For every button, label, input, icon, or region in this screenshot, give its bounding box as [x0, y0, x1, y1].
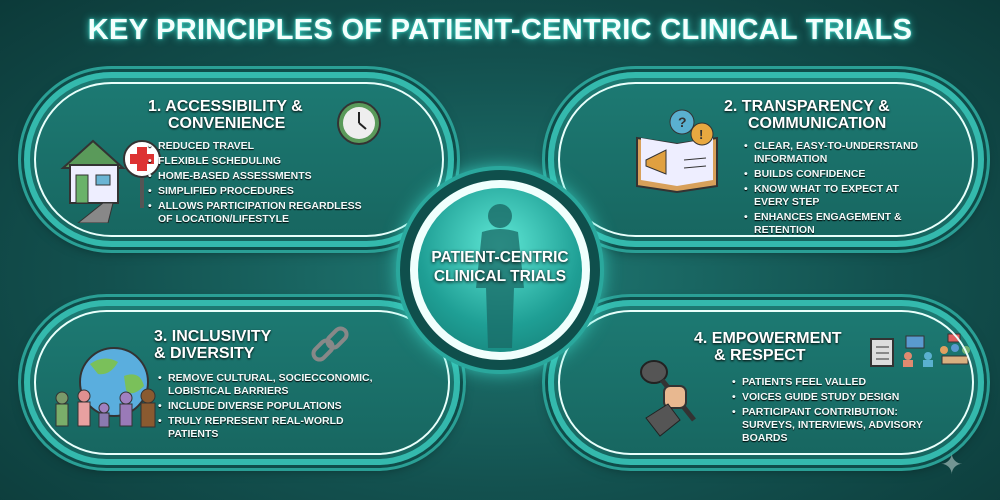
heading-line: & DIVERSITY	[154, 345, 255, 362]
sparkle-icon: ✦	[940, 449, 964, 480]
principle-card-empowerment: 4. EMPOWERMENT& RESPECT PATIENTS FEEL VA…	[548, 300, 984, 465]
heading-line: 3. INCLUSIVITY	[154, 328, 272, 345]
bullet-item: ENHANCES ENGAGEMENT & RETENTION	[744, 211, 934, 237]
principle-card-transparency: ? ! 2. TRANSPARENCY &COMMUNICATION CLEAR…	[548, 72, 984, 247]
hub-core	[418, 188, 582, 352]
bullet-item: VOICES GUIDE STUDY DESIGN	[732, 391, 942, 404]
hub-title: PATIENT-CENTRIC CLINICAL TRIALS	[410, 248, 590, 286]
bullet-item: TRULY REPRESENT REAL-WORLD PATIENTS	[158, 415, 388, 441]
globe-people-icon	[55, 347, 156, 428]
principle-card-inclusivity: 3. INCLUSIVITY& DIVERSITY REMOVE CULTURA…	[24, 300, 460, 465]
bullet-item: CLEAR, EASY-TO-UNDERSTAND INFORMATION	[744, 140, 934, 166]
principle-card-accessibility: 1. ACCESSIBILITY &CONVENIENCE REDUCED TR…	[24, 72, 454, 247]
heading-line: CONVENIENCE	[168, 115, 286, 132]
bullet-item: KNOW WHAT TO EXPECT AT EVERY STEP	[744, 183, 934, 209]
principle-heading: 4. EMPOWERMENT& RESPECT	[694, 330, 842, 364]
bullet-list: REDUCED TRAVEL FLEXIBLE SCHEDULING HOME-…	[148, 140, 378, 228]
principle-heading: 1. ACCESSIBILITY &CONVENIENCE	[148, 98, 303, 132]
bullet-item: HOME-BASED ASSESSMENTS	[148, 170, 378, 183]
heading-line: 2. TRANSPARENCY &	[724, 98, 890, 115]
svg-text:?: ?	[678, 114, 687, 130]
microphone-hand-icon	[640, 360, 696, 437]
advisory-board-icon	[940, 333, 970, 365]
bullet-item: PATIENTS FEEL VALLED	[732, 376, 942, 389]
house-medical-icon	[60, 139, 161, 223]
heading-line: COMMUNICATION	[748, 115, 887, 132]
heading-line: 1. ACCESSIBILITY &	[148, 98, 303, 115]
heading-line: 4. EMPOWERMENT	[694, 330, 842, 347]
bullet-item: REDUCED TRAVEL	[148, 140, 378, 153]
book-megaphone-icon: ? !	[636, 109, 718, 193]
broken-chain-icon	[311, 326, 349, 362]
bullet-list: CLEAR, EASY-TO-UNDERSTAND INFORMATION BU…	[744, 140, 934, 239]
bullet-item: INCLUDE DIVERSE POPULATIONS	[158, 400, 388, 413]
bullet-list: PATIENTS FEEL VALLED VOICES GUIDE STUDY …	[732, 376, 942, 447]
hub-title-line: PATIENT-CENTRIC	[431, 249, 569, 266]
bullet-item: ALLOWS PARTICIPATION REGARDLESS OF LOCAT…	[148, 200, 378, 226]
person-silhouette-icon	[476, 204, 524, 348]
bullet-item: PARTICIPANT CONTRIBUTION: SURVEYS, INTER…	[732, 406, 942, 445]
bullet-item: SIMPLIFIED PROCEDURES	[148, 185, 378, 198]
principle-heading: 2. TRANSPARENCY &COMMUNICATION	[724, 98, 890, 132]
page-title: KEY PRINCIPLES OF PATIENT-CENTRIC CLINIC…	[87, 14, 913, 46]
bullet-item: REMOVE CULTURAL, SOCIECCONOMIC, LOBISTIC…	[158, 372, 388, 398]
clipboard-icon	[870, 338, 894, 367]
principle-heading: 3. INCLUSIVITY& DIVERSITY	[154, 328, 271, 362]
bullet-item: FLEXIBLE SCHEDULING	[148, 155, 378, 168]
bullet-item: BUILDS CONFIDENCE	[744, 168, 934, 181]
clock-icon	[337, 101, 381, 145]
heading-line: & RESPECT	[714, 347, 806, 364]
hub-title-line: CLINICAL TRIALS	[433, 268, 567, 285]
svg-text:!: !	[699, 127, 703, 142]
bullet-list: REMOVE CULTURAL, SOCIECCONOMIC, LOBISTIC…	[158, 372, 388, 443]
chat-people-icon	[903, 335, 933, 367]
